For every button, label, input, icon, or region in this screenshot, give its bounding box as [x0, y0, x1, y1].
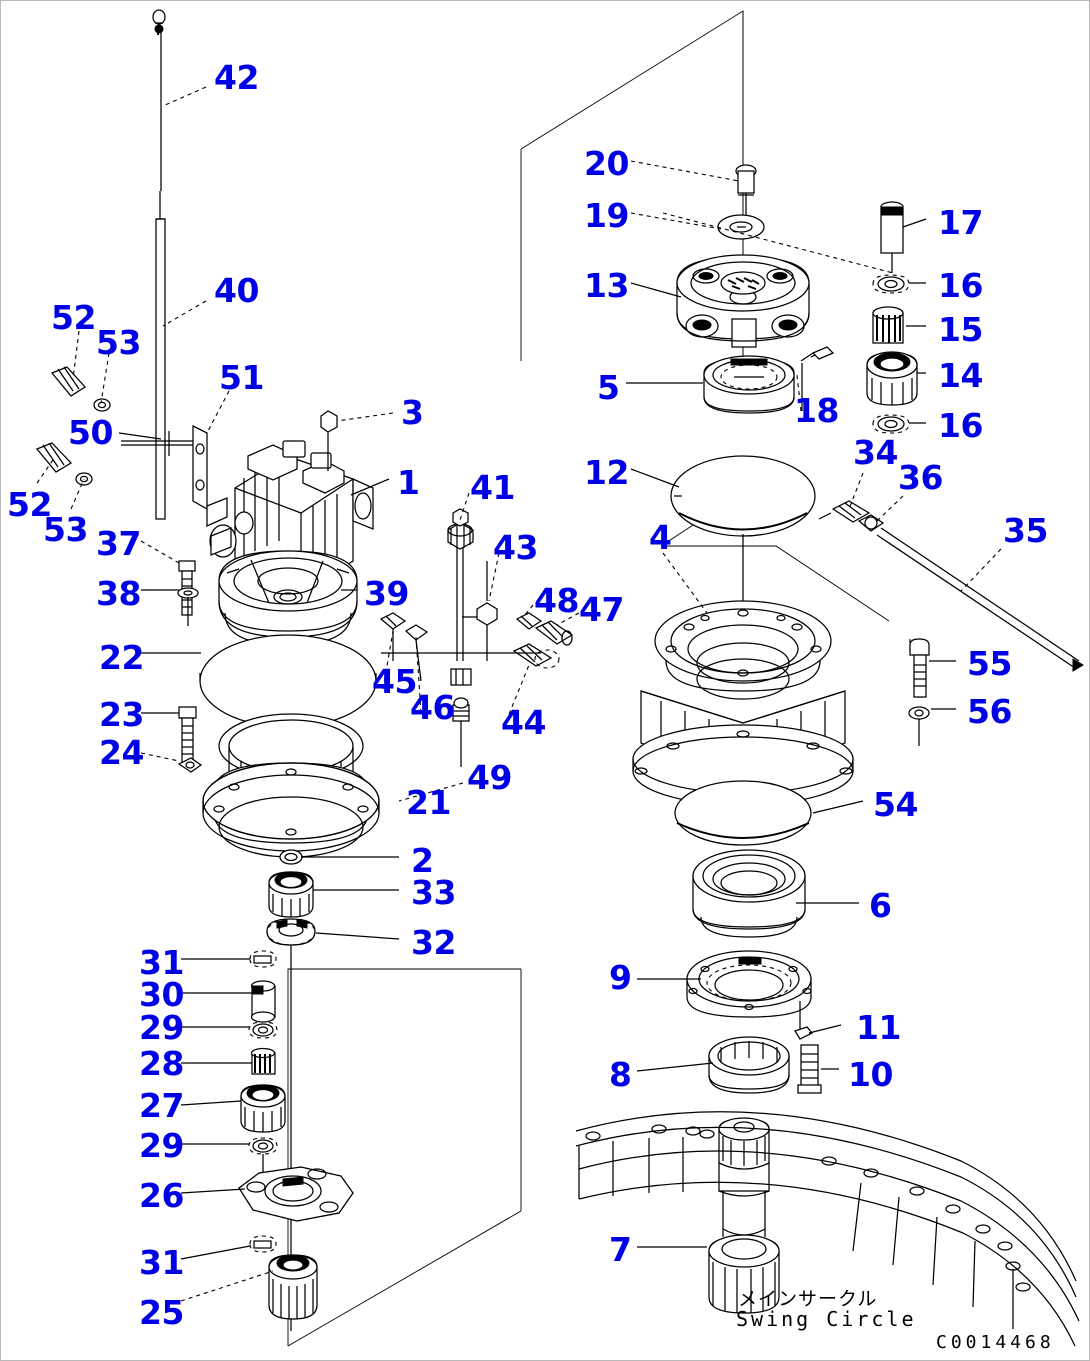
carrier-assembly-group [676, 164, 835, 414]
callout-needle-roller-set: 15 [938, 310, 983, 349]
dipstick-assembly [152, 9, 166, 520]
callout-bearing-cage: 9 [609, 958, 632, 997]
center-fitting-cluster [379, 508, 574, 767]
callout-washer-upper: 53 [96, 323, 141, 362]
lower-left-stack [238, 849, 354, 1331]
callout-swing-gear-case: 21 [406, 783, 451, 822]
callout-spacer-sleeve: 30 [139, 975, 184, 1014]
callout-seal-ring: 8 [609, 1055, 632, 1094]
callout-tapered-bearing: 6 [869, 886, 892, 925]
callout-swing-motor: 1 [397, 463, 420, 502]
callout-snap-ring-lower: 31 [139, 1243, 184, 1282]
callout-oring: 2 [411, 841, 434, 880]
callout-bolt-motor-mount: 37 [96, 524, 141, 563]
callout-thrust-washer-lower: 16 [938, 406, 983, 445]
clamp-bracket-51 [192, 424, 208, 511]
callout-bolt-gearcase: 23 [99, 695, 144, 734]
callout-washer-gearcase: 24 [99, 733, 144, 772]
callout-plug: 3 [401, 393, 424, 432]
callout-thrust-washer-upper: 16 [938, 266, 983, 305]
callout-bolt-lower: 52 [7, 485, 52, 524]
leader-lines [36, 86, 1002, 1302]
callout-bearing-lower: 27 [139, 1086, 184, 1125]
callout-bolt-short: 10 [848, 1055, 893, 1094]
callout-adapter: 36 [898, 458, 943, 497]
callout-washer-lower: 53 [43, 510, 88, 549]
bolt-23 [178, 706, 197, 763]
callout-pin-small: 11 [856, 1008, 901, 1047]
callout-needle-bearing: 28 [139, 1044, 184, 1083]
callout-tube-clamp: 50 [68, 413, 113, 452]
callout-dipstick-rod-lower: 40 [214, 271, 259, 310]
callout-washer-case: 56 [967, 692, 1012, 731]
callout-fitting-elbow: 34 [853, 433, 898, 472]
callout-bracket-clamp: 51 [219, 358, 264, 397]
callout-gasket-lower: 54 [873, 785, 918, 824]
callout-drain-tube: 35 [1003, 511, 1048, 550]
callout-washer-a: 29 [139, 1008, 184, 1047]
callout-pinion-gear: 25 [139, 1293, 184, 1332]
callout-snap-ring-upper: 31 [139, 943, 184, 982]
swing-circle-ring [575, 1111, 1080, 1347]
callout-bearing-upper: 33 [411, 873, 456, 912]
callout-pin-top: 20 [584, 144, 629, 183]
callout-carrier-assembly: 13 [584, 266, 629, 305]
swing-motor-1 [206, 410, 374, 646]
bearing-shaft-group [686, 849, 822, 1314]
callout-washer-b: 29 [139, 1126, 184, 1165]
callout-bolt-upper: 52 [51, 298, 96, 337]
planet-gear-group [866, 201, 918, 434]
callout-washer-motor-mount: 38 [96, 574, 141, 613]
washer-24 [177, 757, 203, 773]
callout-cover-plate: 12 [584, 453, 629, 492]
callout-upper-fitting: 41 [470, 468, 515, 507]
drawing-code: C0014468 [936, 1332, 1055, 1353]
callout-output-shaft: 7 [609, 1230, 632, 1269]
callout-small-fitting: 45 [372, 662, 417, 701]
callout-cover-disc: 19 [584, 196, 629, 235]
tube-clamp-50 [121, 431, 193, 456]
callout-planet-shaft: 17 [938, 203, 983, 242]
callout-pin-carrier: 18 [794, 391, 839, 430]
swing-gear-case-21 [202, 713, 380, 858]
callout-gasket-mid: 22 [99, 638, 144, 677]
callout-sun-gear-ring: 5 [597, 368, 620, 407]
frame-lines [287, 10, 890, 1347]
callout-union-bolt: 47 [579, 590, 624, 629]
washer-38 [177, 587, 199, 626]
callout-retainer-plate: 32 [411, 923, 456, 962]
callout-connector: 44 [501, 703, 546, 742]
callout-swing-machinery-case: 4 [649, 518, 672, 557]
callout-hose-joint: 43 [493, 528, 538, 567]
gasket-22 [199, 634, 377, 728]
callout-mounting-plate: 26 [139, 1176, 184, 1215]
callout-bolt-case: 55 [967, 644, 1012, 683]
callout-lower-fitting: 49 [467, 758, 512, 797]
swing-circle-label-english: Swing Circle [736, 1307, 917, 1331]
bolt-washer-upper [50, 366, 111, 412]
callout-nut: 46 [410, 688, 455, 727]
swing-circle-label-japanese: メインサークル [738, 1288, 878, 1310]
callout-clamp-nut: 48 [534, 581, 579, 620]
callout-motor-housing-detail: 39 [364, 574, 409, 613]
callout-dipstick-rod-upper: 42 [214, 58, 259, 97]
case-group [632, 455, 1084, 846]
callout-planet-gear: 14 [938, 356, 983, 395]
